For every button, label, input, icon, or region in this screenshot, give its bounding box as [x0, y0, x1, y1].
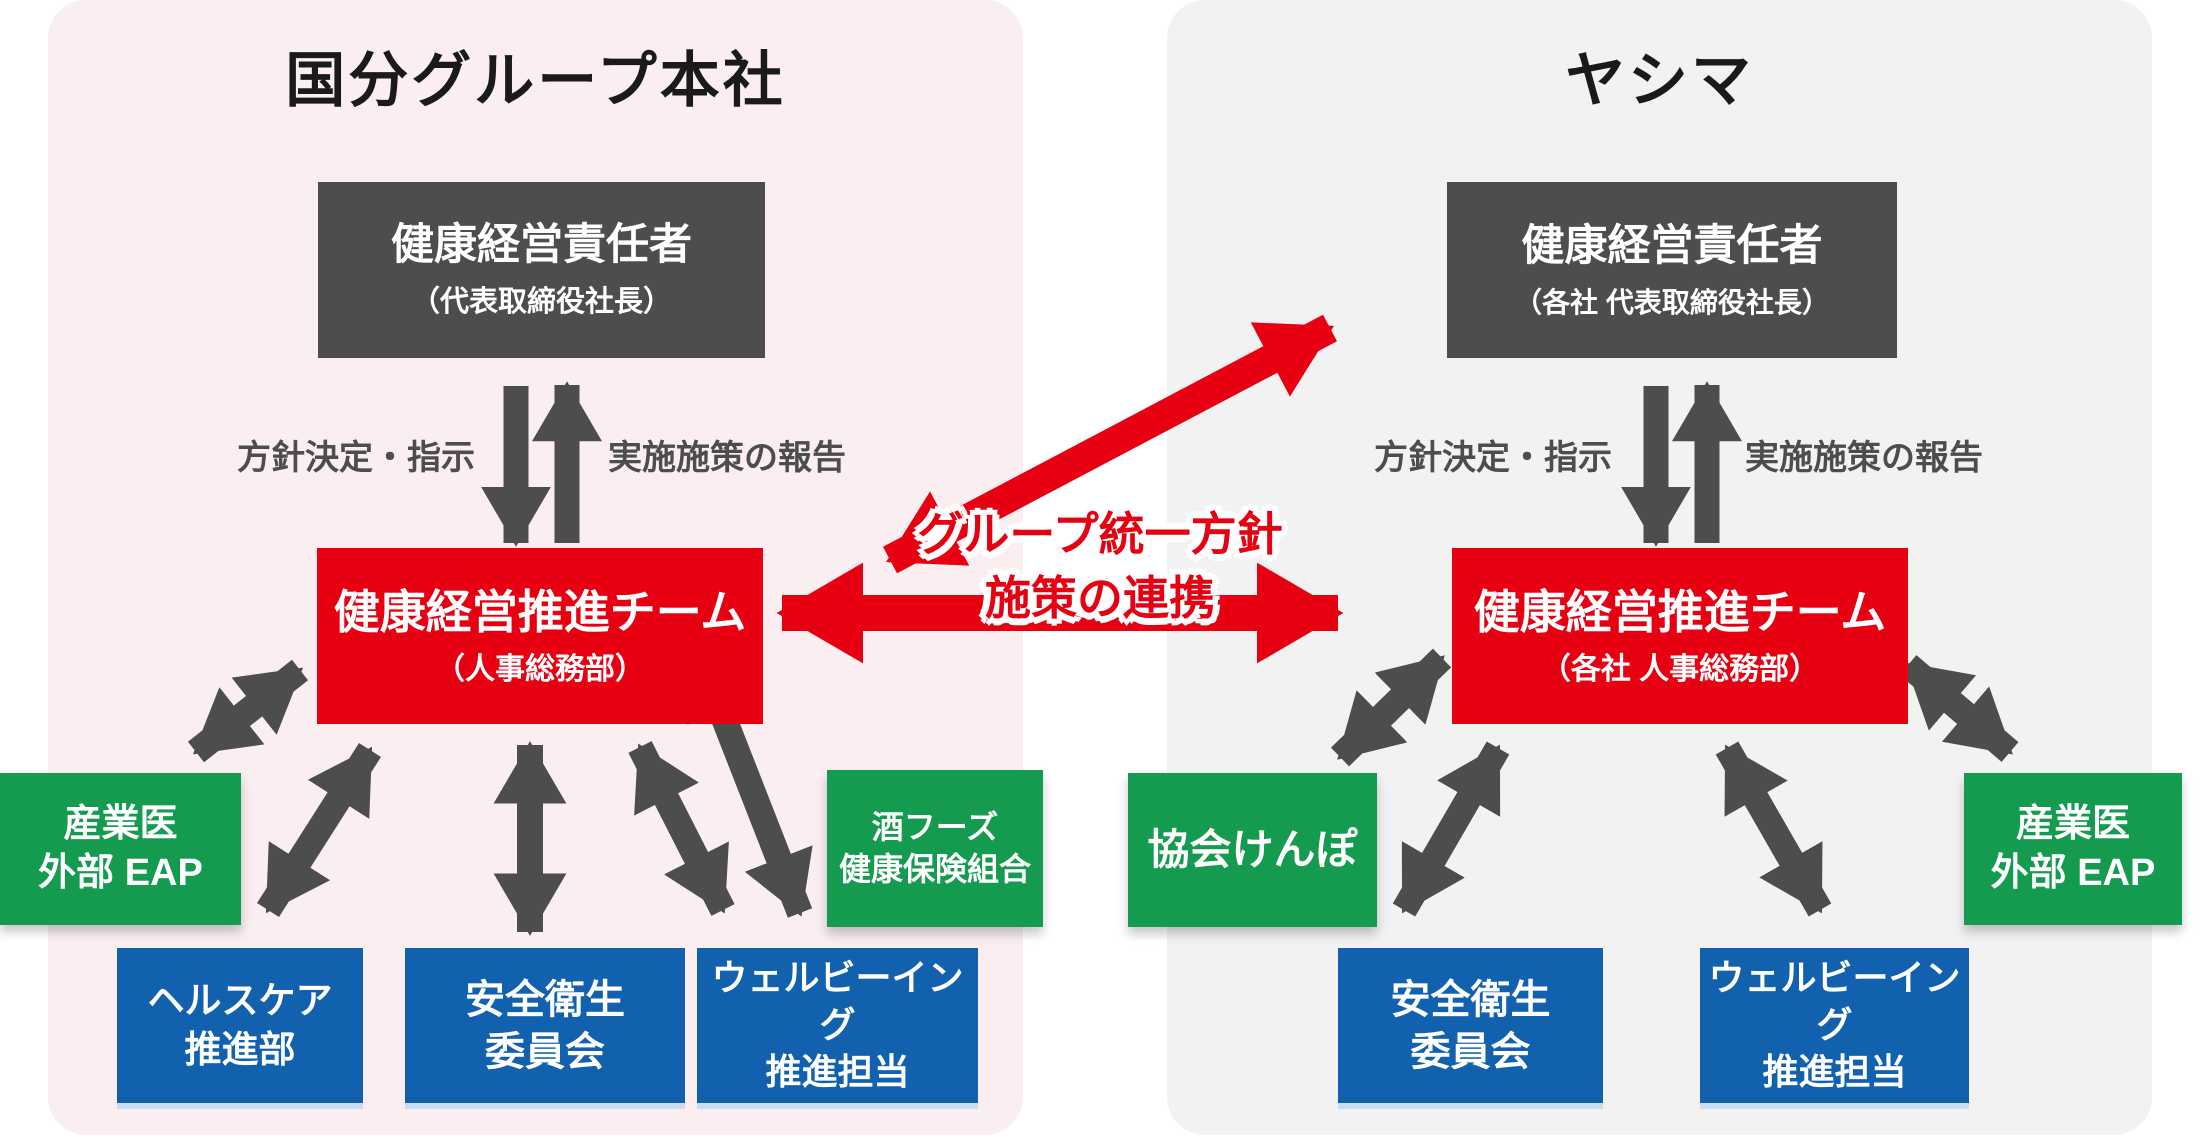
partner-box-sake-foods-kenpo: 酒フーズ 健康保険組合 — [827, 770, 1043, 927]
department-line: ウェルビーイング — [711, 957, 964, 1046]
partner-line: 協会けんぽ — [1147, 825, 1358, 873]
department-line: 推進担当 — [1762, 1050, 1907, 1092]
partner-line: 酒フーズ — [871, 808, 999, 845]
department-line: ウェルビーイング — [1708, 957, 1961, 1046]
team-box-left: 健康経営推進チーム （人事総務部） — [317, 548, 763, 724]
executive-box-right: 健康経営責任者 （各社 代表取締役社長） — [1447, 182, 1897, 358]
partner-line: 外部 EAP — [38, 852, 203, 894]
team-title-right: 健康経営推進チーム — [1473, 585, 1887, 638]
partner-box-kyokai-kenpo: 協会けんぽ — [1128, 773, 1377, 927]
policy-label-left: 方針決定・指示 — [237, 439, 475, 477]
executive-title-right: 健康経営責任者 — [1521, 221, 1823, 270]
partner-box-occupational-eap-right: 産業医 外部 EAP — [1964, 773, 2182, 925]
department-line: 推進部 — [184, 1028, 296, 1070]
department-box-safety-right: 安全衛生 委員会 — [1338, 948, 1603, 1109]
department-line: 安全衛生 — [465, 977, 625, 1022]
department-line: 委員会 — [1410, 1029, 1531, 1074]
department-box-wellbeing-left: ウェルビーイング 推進担当 — [697, 948, 978, 1109]
team-subtitle-right: （各社 人事総務部） — [1540, 653, 1820, 687]
report-label-right: 実施施策の報告 — [1745, 439, 1983, 477]
report-label-left: 実施施策の報告 — [608, 439, 846, 477]
partner-line: 産業医 — [63, 802, 178, 845]
department-line: 推進担当 — [765, 1050, 910, 1092]
partner-line: 健康保険組合 — [838, 850, 1031, 887]
connection-label-unified-policy: グループ統一方針 — [917, 508, 1283, 560]
department-line: 委員会 — [485, 1029, 605, 1074]
department-box-wellbeing-right: ウェルビーイング 推進担当 — [1700, 948, 1969, 1109]
department-line: 安全衛生 — [1390, 977, 1551, 1022]
right-panel-title: ヤシマ — [1565, 47, 1754, 114]
policy-label-right: 方針決定・指示 — [1374, 439, 1612, 477]
executive-title-left: 健康経営責任者 — [391, 221, 692, 270]
department-box-safety-left: 安全衛生 委員会 — [405, 948, 685, 1109]
partner-line: 外部 EAP — [1990, 852, 2156, 894]
executive-subtitle-right: （各社 代表取締役社長） — [1514, 286, 1830, 318]
partner-line: 産業医 — [2015, 802, 2130, 845]
department-box-healthcare: ヘルスケア 推進部 — [117, 948, 363, 1109]
executive-subtitle-left: （代表取締役社長） — [410, 286, 672, 319]
team-box-right: 健康経営推進チーム （各社 人事総務部） — [1452, 548, 1908, 724]
executive-box-left: 健康経営責任者 （代表取締役社長） — [318, 182, 765, 358]
team-title-left: 健康経営推進チーム — [333, 585, 747, 638]
connection-label-measure-cooperation: 施策の連携 — [985, 572, 1215, 624]
team-subtitle-left: （人事総務部） — [435, 653, 645, 687]
partner-box-occupational-eap-left: 産業医 外部 EAP — [0, 773, 241, 925]
left-panel-title: 国分グループ本社 — [285, 47, 786, 114]
department-line: ヘルスケア — [147, 980, 333, 1022]
